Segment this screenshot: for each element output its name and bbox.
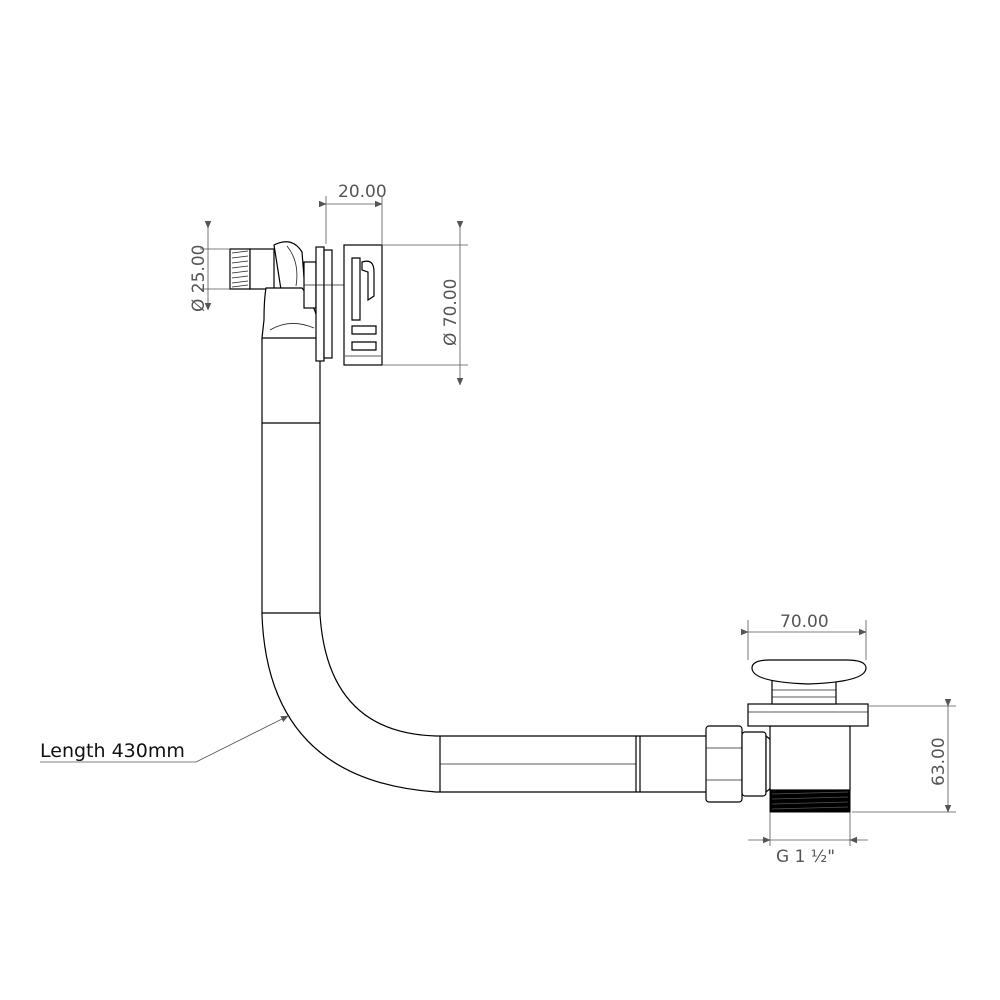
waste-height-label: 63.00 [929,737,949,786]
inlet-diameter-small-label: Ø 25.00 [189,245,209,312]
overflow-pipe [261,338,710,793]
inlet-width-label: 20.00 [338,182,387,202]
cap-width-label: 70.00 [780,612,829,632]
dimension-inlet-width [326,196,382,244]
dimension-inlet-diameter-large [382,228,468,385]
length-label: Length 430mm [40,740,185,762]
thread-label: G 1 ½" [776,847,835,867]
dimension-waste-height [852,706,956,812]
click-clack-waste [705,659,869,813]
length-leader [40,715,288,763]
inlet-diameter-large-label: Ø 70.00 [441,279,461,346]
overflow-head [229,241,383,366]
dimension-inlet-diameter-small [200,228,230,310]
dimension-cap-width [748,620,866,660]
dimension-thread [748,812,868,846]
